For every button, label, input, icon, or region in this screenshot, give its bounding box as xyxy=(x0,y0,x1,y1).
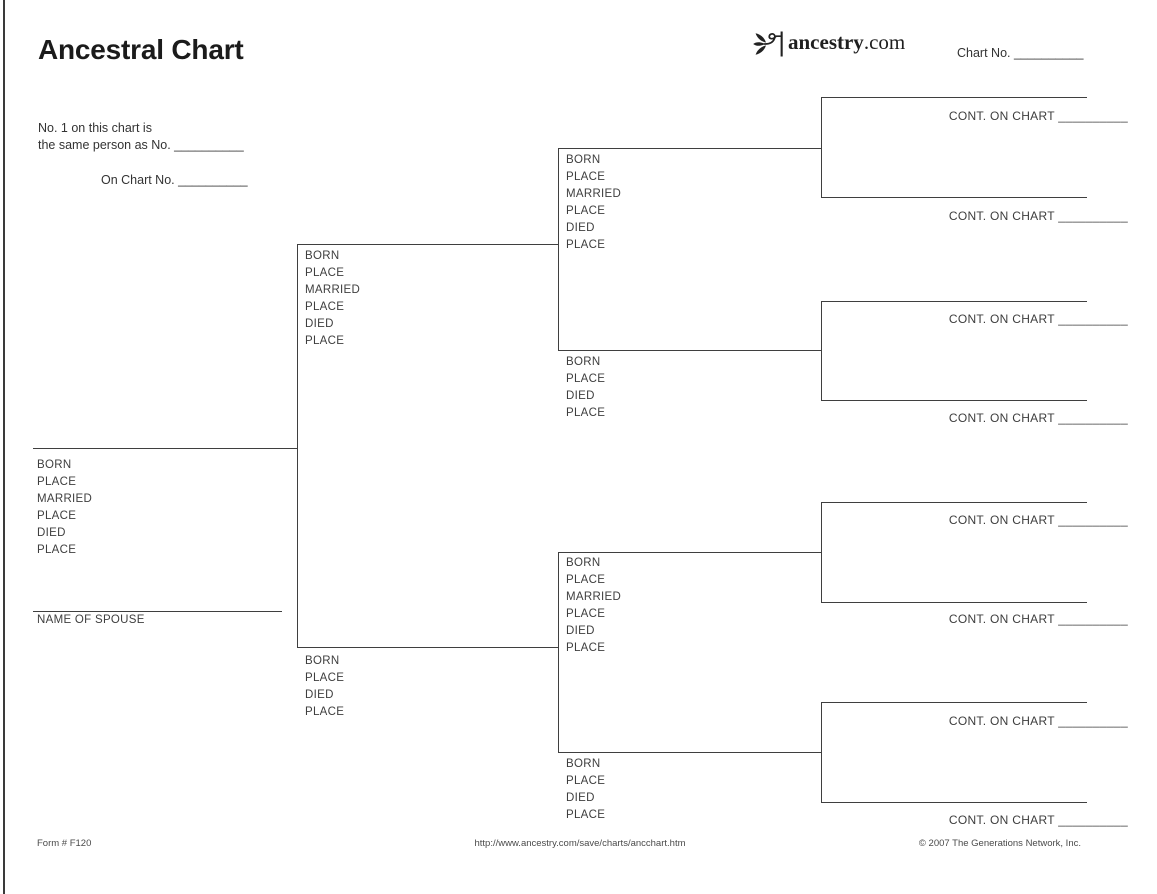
field-place: PLACE xyxy=(566,205,606,217)
cont-on-chart-field-4: CONT. ON CHART __________ xyxy=(948,411,1128,425)
maternal-grandfather-fields: BORN PLACE MARRIED PLACE DIED PLACE xyxy=(566,555,621,657)
paternal-grandmother-fields: BORN PLACE DIED PLACE xyxy=(566,354,605,422)
field-born: BORN xyxy=(305,655,340,667)
field-place: PLACE xyxy=(305,301,345,313)
great-grandparents-bracket-1 xyxy=(821,97,823,198)
great-grandparent-line-3 xyxy=(821,301,1087,303)
field-died: DIED xyxy=(566,222,595,234)
field-place: PLACE xyxy=(566,171,606,183)
field-place: PLACE xyxy=(305,706,345,718)
field-place: PLACE xyxy=(305,335,345,347)
field-born: BORN xyxy=(37,459,72,471)
footer-copyright: © 2007 The Generations Network, Inc. xyxy=(918,838,1081,849)
field-place: PLACE xyxy=(37,476,77,488)
father-fields: BORN PLACE MARRIED PLACE DIED PLACE xyxy=(305,248,360,350)
paternal-grandmother-line xyxy=(558,350,822,352)
cont-on-chart-field-1: CONT. ON CHART __________ xyxy=(948,109,1128,123)
field-place: PLACE xyxy=(566,574,606,586)
cont-on-chart-field-6: CONT. ON CHART __________ xyxy=(948,612,1128,626)
footer-url: http://www.ancestry.com/save/charts/ancc… xyxy=(474,838,686,849)
field-died: DIED xyxy=(305,318,334,330)
intro-note: No. 1 on this chart is the same person a… xyxy=(38,120,248,189)
ancestry-logo: ancestry.com xyxy=(752,29,905,59)
field-born: BORN xyxy=(566,356,601,368)
field-died: DIED xyxy=(37,527,66,539)
field-married: MARRIED xyxy=(566,188,622,200)
page-left-border xyxy=(3,0,5,894)
paternal-grandfather-fields: BORN PLACE MARRIED PLACE DIED PLACE xyxy=(566,152,621,254)
great-grandparent-line-2 xyxy=(821,197,1087,199)
field-married: MARRIED xyxy=(566,591,622,603)
maternal-grandparents-bracket xyxy=(558,552,560,753)
field-place: PLACE xyxy=(566,809,606,821)
field-born: BORN xyxy=(566,154,601,166)
brand-name: ancestry xyxy=(788,30,864,54)
field-place: PLACE xyxy=(305,267,345,279)
person-fields: BORN PLACE MARRIED PLACE DIED PLACE xyxy=(37,457,92,559)
leaf-sprig-icon xyxy=(752,29,786,59)
cont-on-chart-field-7: CONT. ON CHART __________ xyxy=(948,714,1128,728)
field-place: PLACE xyxy=(37,510,77,522)
field-place: PLACE xyxy=(566,239,606,251)
parents-bracket xyxy=(297,244,299,648)
brand-suffix: .com xyxy=(863,30,906,54)
field-died: DIED xyxy=(566,390,595,402)
field-place: PLACE xyxy=(37,544,77,556)
field-married: MARRIED xyxy=(305,284,361,296)
chart-no-field: Chart No. __________ xyxy=(957,46,1084,60)
field-born: BORN xyxy=(566,557,601,569)
page-title: Ancestral Chart xyxy=(38,34,244,65)
field-died: DIED xyxy=(305,689,334,701)
field-place: PLACE xyxy=(566,608,606,620)
father-name-line xyxy=(297,244,559,246)
spouse-name-line xyxy=(33,611,282,613)
cont-on-chart-field-2: CONT. ON CHART __________ xyxy=(948,209,1128,223)
spouse-label: NAME OF SPOUSE xyxy=(37,614,145,626)
field-place: PLACE xyxy=(566,775,606,787)
field-place: PLACE xyxy=(566,642,606,654)
cont-on-chart-field-8: CONT. ON CHART __________ xyxy=(948,813,1128,827)
person-name-line xyxy=(33,448,298,450)
maternal-grandmother-fields: BORN PLACE DIED PLACE xyxy=(566,756,605,824)
cont-on-chart-field-3: CONT. ON CHART __________ xyxy=(948,312,1128,326)
great-grandparents-bracket-4 xyxy=(821,702,823,803)
great-grandparents-bracket-2 xyxy=(821,301,823,401)
great-grandparent-line-7 xyxy=(821,702,1087,704)
paternal-grandparents-bracket xyxy=(558,148,560,351)
cont-on-chart-field-5: CONT. ON CHART __________ xyxy=(948,513,1128,527)
maternal-grandmother-line xyxy=(558,752,822,754)
mother-fields: BORN PLACE DIED PLACE xyxy=(305,653,344,721)
field-died: DIED xyxy=(566,625,595,637)
maternal-grandfather-line xyxy=(558,552,822,554)
great-grandparent-line-1 xyxy=(821,97,1087,99)
great-grandparents-bracket-3 xyxy=(821,502,823,603)
paternal-grandfather-line xyxy=(558,148,822,150)
footer-form-number: Form # F120 xyxy=(37,838,92,849)
field-died: DIED xyxy=(566,792,595,804)
field-place: PLACE xyxy=(566,407,606,419)
intro-line-1: No. 1 on this chart is xyxy=(38,121,152,135)
field-born: BORN xyxy=(305,250,340,262)
field-place: PLACE xyxy=(566,373,606,385)
field-place: PLACE xyxy=(305,672,345,684)
great-grandparent-line-8 xyxy=(821,802,1087,804)
great-grandparent-line-6 xyxy=(821,602,1087,604)
mother-name-line xyxy=(297,647,559,649)
ancestry-logo-text: ancestry.com xyxy=(788,30,905,55)
field-married: MARRIED xyxy=(37,493,93,505)
field-born: BORN xyxy=(566,758,601,770)
intro-line-2: the same person as No. __________ xyxy=(38,138,244,152)
great-grandparent-line-5 xyxy=(821,502,1087,504)
great-grandparent-line-4 xyxy=(821,400,1087,402)
intro-line-3: On Chart No. __________ xyxy=(101,173,248,187)
